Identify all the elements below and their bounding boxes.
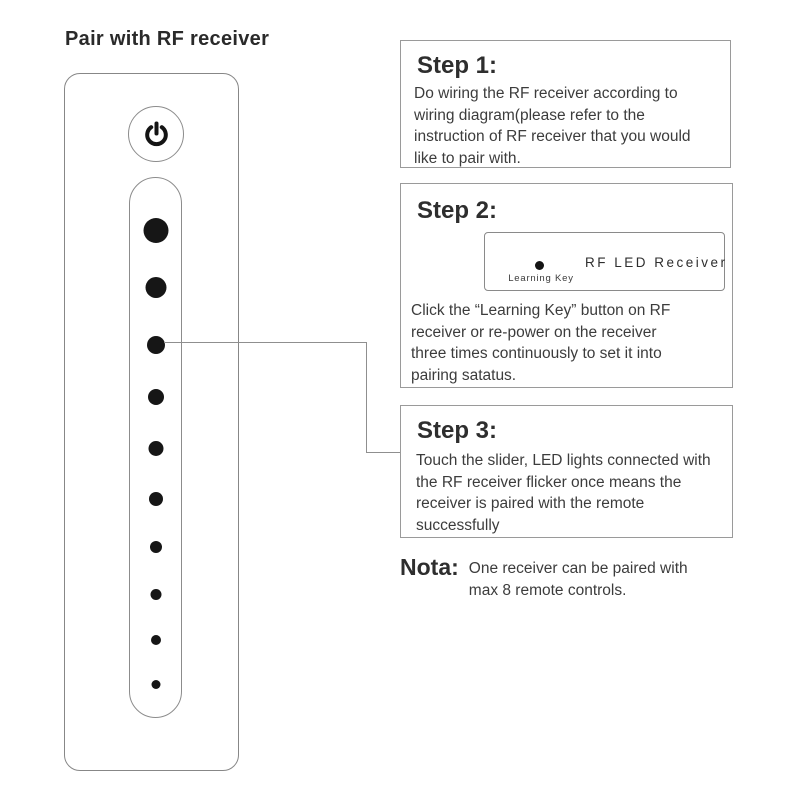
slider-dot[interactable] (147, 389, 164, 405)
slider-dot[interactable] (151, 680, 160, 689)
note-label: Nota: (400, 554, 459, 580)
connector-slider-to-step3-entry (366, 452, 401, 454)
slider-dot[interactable] (148, 492, 163, 506)
learning-key-label: Learning Key (508, 273, 574, 284)
power-icon (141, 119, 172, 150)
rf-led-receiver-illustration: Learning Key RF LED Receiver (484, 232, 725, 291)
slider-dot[interactable] (150, 635, 161, 645)
step1-heading: Step 1: (417, 52, 498, 79)
touch-slider[interactable] (129, 177, 182, 718)
step3-body: Touch the slider, LED lights connected w… (416, 452, 711, 534)
page-title: Pair with RF receiver (65, 28, 270, 50)
slider-dot[interactable] (145, 277, 166, 298)
slider-dot[interactable] (148, 441, 163, 456)
step3-heading: Step 3: (417, 417, 498, 444)
slider-dot[interactable] (150, 589, 161, 600)
learning-key-button[interactable] (535, 261, 544, 270)
slider-dot[interactable] (146, 336, 165, 354)
note-body: One receiver can be paired with max 8 re… (468, 560, 688, 599)
connector-slider-to-step3-vertical (366, 342, 368, 453)
connector-slider-to-step3-horizontal (164, 342, 367, 344)
note: Nota: One receiver can be paired with ma… (400, 554, 688, 602)
receiver-label: RF LED Receiver (585, 255, 728, 270)
step3-box: Step 3: Touch the slider, LED lights con… (400, 405, 733, 538)
power-button[interactable] (128, 106, 184, 162)
remote-control-illustration (64, 73, 239, 771)
slider-dot[interactable] (149, 541, 162, 553)
step1-body: Do wiring the RF receiver according to w… (414, 85, 691, 167)
step2-heading: Step 2: (417, 197, 498, 224)
step1-box: Step 1: Do wiring the RF receiver accord… (400, 40, 731, 168)
step2-body: Click the “Learning Key” button on RF re… (411, 302, 671, 384)
step2-box: Step 2: Learning Key RF LED Receiver Cli… (400, 183, 733, 388)
slider-dot[interactable] (143, 218, 168, 243)
